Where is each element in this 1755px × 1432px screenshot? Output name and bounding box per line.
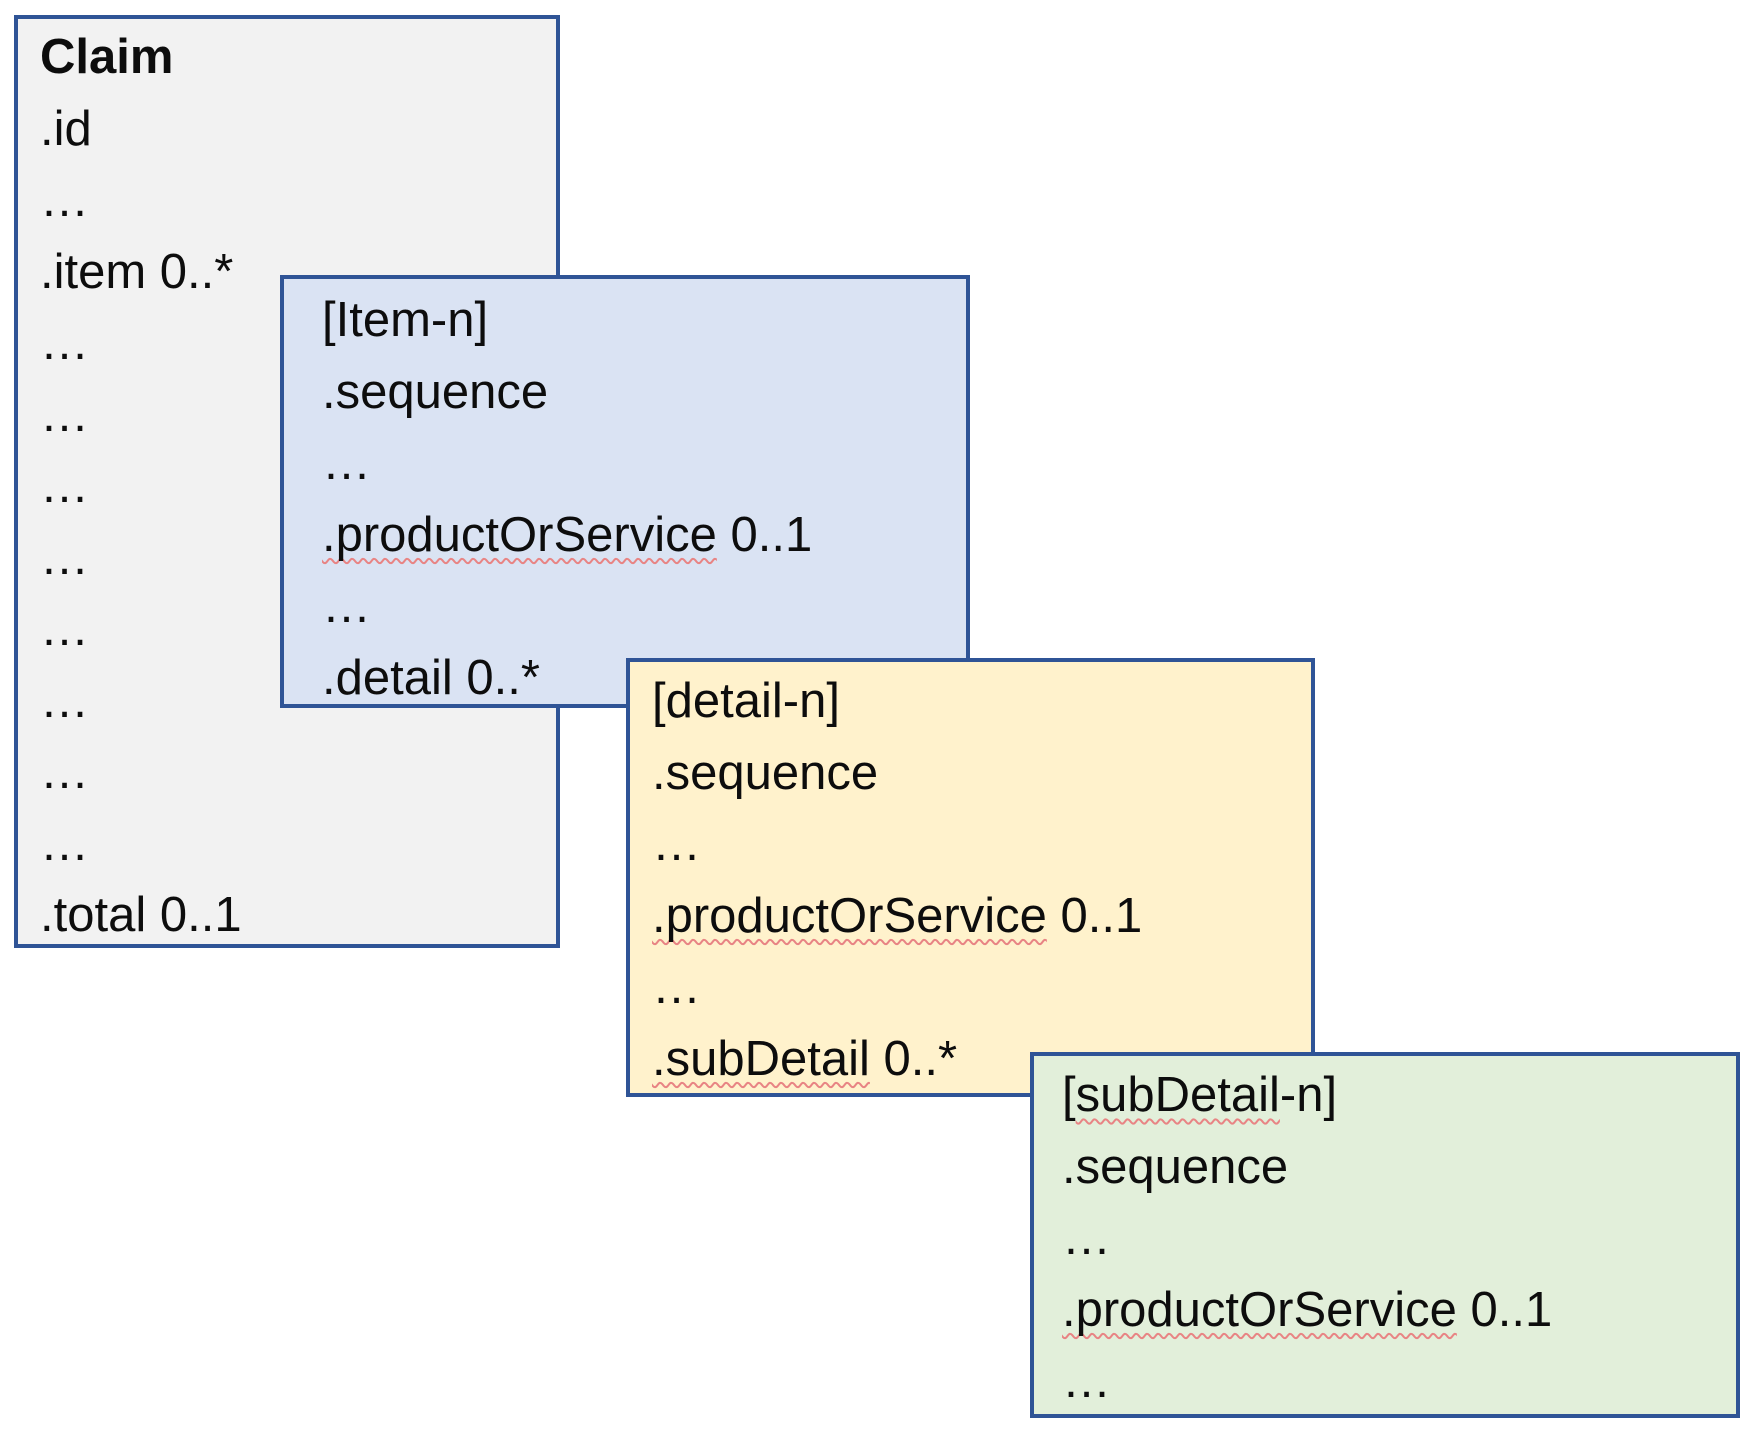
subdetail-field-ellipsis: … <box>1062 1354 1111 1408</box>
claim-field-ellipsis: … <box>40 745 89 799</box>
misspelled-word: .subDetail <box>652 1031 870 1086</box>
detail-field-subdetail: .subDetail 0..* <box>652 1024 1311 1096</box>
claim-field-id: .id <box>40 101 92 156</box>
subdetail-field-ellipsis: … <box>1062 1211 1111 1265</box>
item-field-sequence: .sequence <box>322 364 549 419</box>
item-field-ellipsis: … <box>322 436 371 490</box>
detail-box: [detail-n] .sequence … .productOrService… <box>626 658 1315 1097</box>
misspelled-word: .productOrService <box>1062 1282 1457 1337</box>
claim-field-item: .item 0..* <box>40 244 234 299</box>
claim-field-total: .total 0..1 <box>40 888 242 942</box>
bracket-text: [ <box>1062 1068 1076 1122</box>
detail-field-ellipsis: … <box>652 817 701 871</box>
misspelled-word: .productOrService <box>322 507 717 562</box>
detail-field-product-or-service: .productOrService 0..1 <box>652 881 1311 953</box>
cardinality-text: 0..* <box>869 1031 958 1086</box>
claim-field-ellipsis: … <box>40 316 89 370</box>
claim-field-ellipsis: … <box>40 173 89 227</box>
item-box-title: [Item-n] <box>322 293 489 347</box>
claim-field-ellipsis: … <box>40 673 89 728</box>
item-field-detail: .detail 0..* <box>322 650 540 705</box>
item-field-ellipsis: … <box>322 579 371 633</box>
bracket-text: -n] <box>1279 1068 1338 1122</box>
claim-field-ellipsis: … <box>40 459 89 513</box>
detail-box-title: [detail-n] <box>652 674 840 728</box>
subdetail-box: [subDetail-n] .sequence … .productOrServ… <box>1030 1052 1740 1418</box>
cardinality-text: 0..1 <box>1046 888 1143 943</box>
claim-field-ellipsis: … <box>40 530 89 585</box>
claim-field-ellipsis: … <box>40 816 89 871</box>
misspelled-word: subDetail <box>1075 1068 1280 1122</box>
item-box: [Item-n] .sequence … .productOrService 0… <box>280 275 970 708</box>
cardinality-text: 0..1 <box>716 507 813 562</box>
subdetail-box-title: [subDetail-n] <box>1062 1060 1736 1132</box>
claim-box-title: Claim <box>40 30 174 84</box>
item-field-product-or-service: .productOrService 0..1 <box>322 500 966 572</box>
subdetail-field-product-or-service: .productOrService 0..1 <box>1062 1275 1736 1347</box>
subdetail-field-sequence: .sequence <box>1062 1139 1289 1194</box>
misspelled-word: .productOrService <box>652 888 1047 943</box>
detail-field-sequence: .sequence <box>652 745 879 800</box>
claim-field-ellipsis: … <box>40 602 89 656</box>
cardinality-text: 0..1 <box>1456 1282 1553 1337</box>
detail-field-ellipsis: … <box>652 960 701 1014</box>
claim-field-ellipsis: … <box>40 387 89 442</box>
